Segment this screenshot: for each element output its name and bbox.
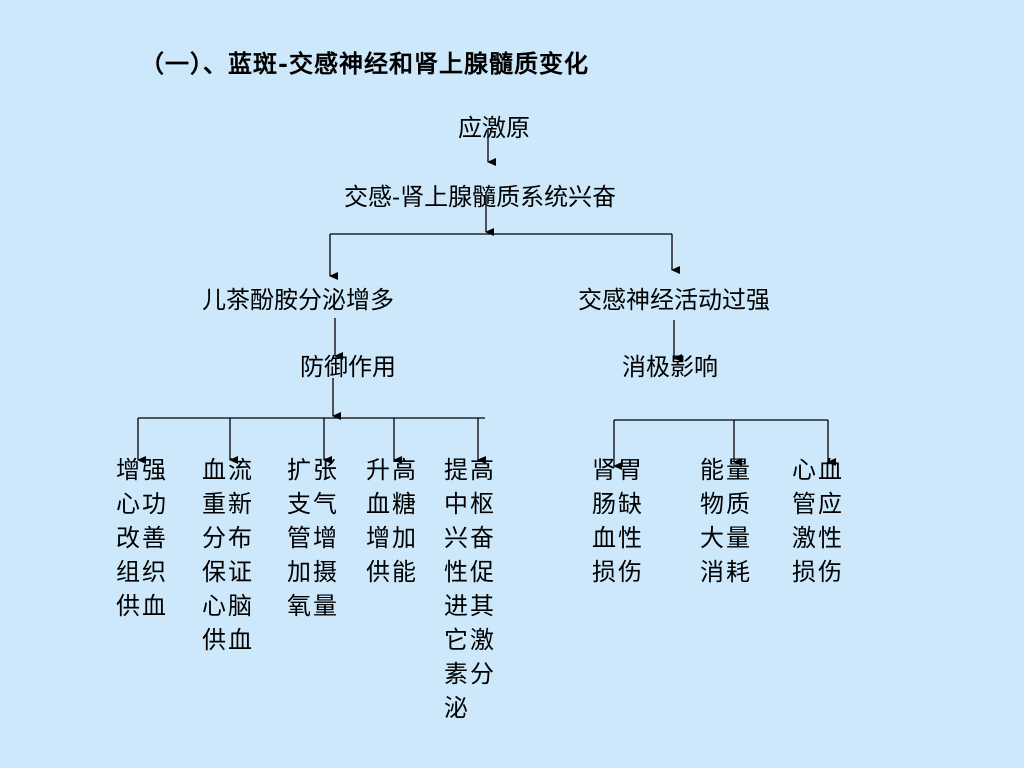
slide-title: （一）、蓝斑-交感神经和肾上腺髓质变化: [140, 49, 589, 78]
negative-effect: 肾胃肠缺血性损伤: [592, 456, 644, 586]
negative-effect: 心血管应激性损伤: [792, 456, 844, 586]
node-sympathetic-adrenal: 交感-肾上腺髓质系统兴奋: [344, 183, 617, 211]
node-stressor: 应激原: [458, 114, 530, 142]
node-sympathetic-overactive: 交感神经活动过强: [578, 286, 770, 314]
node-catecholamine: 儿茶酚胺分泌增多: [202, 286, 394, 314]
defense-effect: 增强心功改善组织供血: [116, 456, 168, 620]
defense-effect: 血流重新分布保证心脑供血: [202, 456, 254, 654]
defense-effect: 扩张支气管增加摄氧量: [287, 456, 339, 620]
defense-effect: 提高中枢兴奋性促进其它激素分泌: [444, 456, 496, 722]
defense-effect: 升高血糖增加供能: [366, 456, 418, 586]
node-defense: 防御作用: [300, 353, 396, 381]
negative-effect: 能量物质大量消耗: [700, 456, 752, 586]
node-negative: 消极影响: [622, 353, 718, 381]
